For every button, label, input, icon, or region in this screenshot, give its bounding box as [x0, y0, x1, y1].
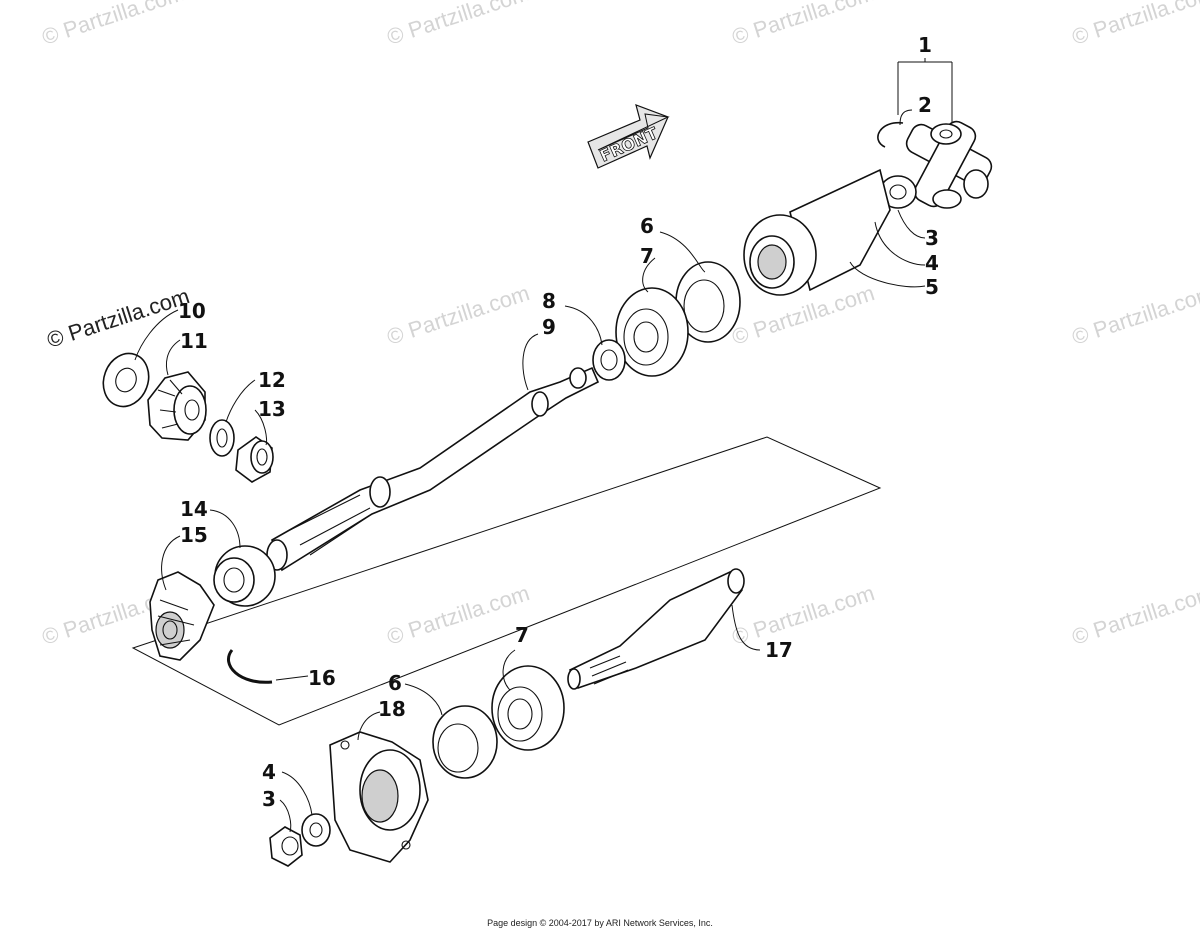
front-arrow-icon: FRONT — [587, 104, 670, 169]
snap-ring — [227, 649, 273, 684]
callout-18: 18 — [378, 697, 406, 721]
universal-joint-cross — [905, 120, 993, 209]
needle-bearing — [213, 545, 276, 607]
nut-bottom — [269, 826, 303, 867]
assembly-outline — [131, 436, 882, 726]
watermark: © Partzilla.com — [729, 0, 878, 50]
callout-14: 14 — [180, 497, 208, 521]
gear-washer — [209, 419, 235, 457]
watermark-dark: © Partzilla.com — [44, 283, 193, 353]
callout-15: 15 — [180, 523, 208, 547]
callout-2: 2 — [918, 93, 932, 117]
front-output-shaft — [567, 568, 745, 690]
thrust-washer — [102, 352, 150, 408]
pinion-bevel-gear — [147, 371, 207, 441]
leader-lines — [134, 58, 953, 833]
callout-6-bottom: 6 — [388, 671, 402, 695]
callout-10: 10 — [178, 299, 206, 323]
callout-4-bottom: 4 — [262, 760, 276, 784]
washer-bottom — [301, 813, 331, 847]
callout-16: 16 — [308, 666, 336, 690]
watermark: © Partzilla.com — [729, 580, 878, 650]
callout-11: 11 — [180, 329, 208, 353]
callout-13: 13 — [258, 397, 286, 421]
oil-seal-bottom — [432, 705, 498, 779]
ball-bearing-bottom — [491, 665, 565, 751]
watermark: © Partzilla.com — [384, 580, 533, 650]
callout-1: 1 — [918, 33, 932, 57]
callout-7: 7 — [640, 244, 654, 268]
callout-9: 9 — [542, 315, 556, 339]
page-footer: Page design © 2004-2017 by ARI Network S… — [487, 918, 713, 928]
ball-bearing-top — [615, 287, 689, 377]
callout-5: 5 — [925, 275, 939, 299]
watermark: © Partzilla.com — [39, 0, 188, 50]
watermark: © Partzilla.com — [1069, 280, 1200, 350]
bushing — [235, 436, 274, 483]
watermark: © Partzilla.com — [729, 280, 878, 350]
callout-17: 17 — [765, 638, 793, 662]
watermark: © Partzilla.com — [1069, 580, 1200, 650]
callout-8: 8 — [542, 289, 556, 313]
shim-washer — [592, 339, 626, 381]
watermark: © Partzilla.com — [384, 0, 533, 50]
watermark: © Partzilla.com — [1069, 0, 1200, 50]
yoke — [743, 168, 891, 296]
callouts: 1 2 3 4 5 6 7 8 9 10 11 12 13 14 15 16 1… — [178, 33, 939, 811]
watermark: © Partzilla.com — [384, 280, 533, 350]
output-shaft — [266, 366, 600, 572]
callout-3-bottom: 3 — [262, 787, 276, 811]
callout-7-bottom: 7 — [515, 623, 529, 647]
bearing-housing — [329, 731, 429, 863]
callout-3: 3 — [925, 226, 939, 250]
callout-12: 12 — [258, 368, 286, 392]
circlip — [877, 122, 904, 148]
callout-6: 6 — [640, 214, 654, 238]
callout-4: 4 — [925, 251, 939, 275]
ring-gear — [149, 571, 215, 661]
